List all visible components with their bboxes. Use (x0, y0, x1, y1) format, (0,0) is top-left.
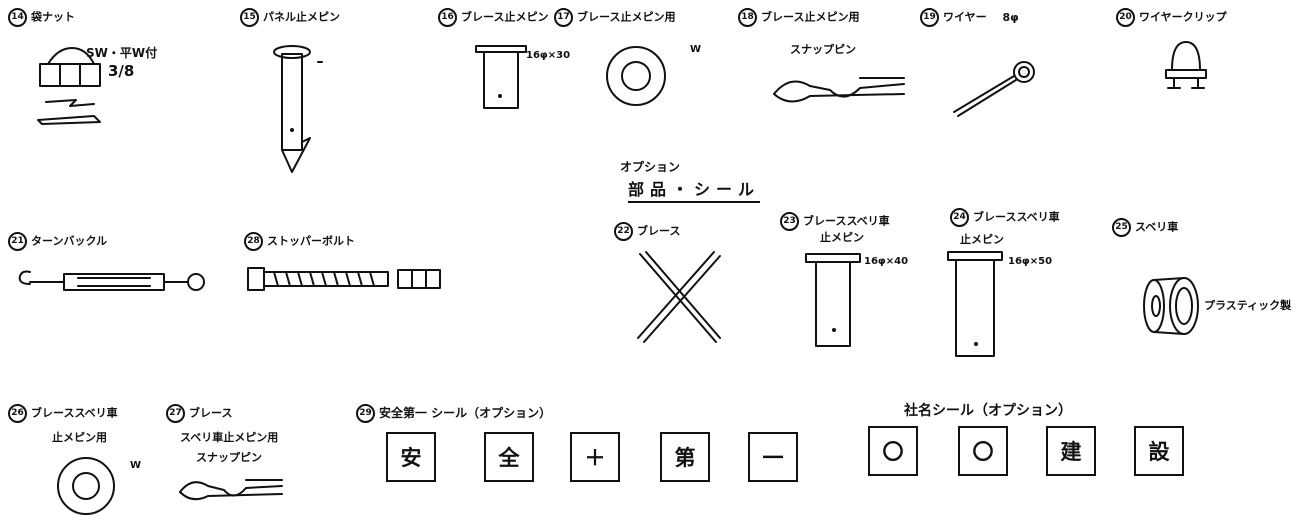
wire-clip-drawing (1162, 36, 1212, 96)
options-heading: オプション (620, 160, 681, 174)
part-28-label: 28 ストッパーボルト (244, 232, 355, 251)
part-18-label: 18 ブレース止メピン用 (738, 8, 859, 27)
part-name: ブレース止メピン (461, 10, 549, 24)
cap-nut-drawing (34, 42, 114, 132)
part-24-size: 16φ×50 (1008, 256, 1053, 267)
company-seal-3: 建 (1046, 426, 1096, 476)
part-number-badge: 24 (950, 208, 969, 227)
part-19-label: 19 ワイヤー 8φ (920, 8, 1019, 27)
part-17-label: 17 ブレース止メピン用 (554, 8, 675, 27)
part-25-label: 25 スベリ車 (1112, 218, 1178, 237)
seal-char: 一 (762, 445, 784, 470)
part-number-badge: 25 (1112, 218, 1131, 237)
part-number-badge: 28 (244, 232, 263, 251)
part-name: ワイヤー (943, 10, 987, 24)
part-number-badge: 20 (1116, 8, 1135, 27)
snap-pin-drawing (770, 64, 910, 114)
part-name: ブレーススベリ車 (973, 210, 1060, 224)
washer-drawing (602, 42, 672, 112)
part-17-note: W (690, 44, 702, 55)
part-number-badge: 18 (738, 8, 757, 27)
safety-seal-2: 全 (484, 432, 534, 482)
part-19-size: 8φ (1002, 10, 1019, 24)
seal-char: 〇 (972, 439, 994, 464)
part-name: ブレース止メピン用 (577, 10, 676, 24)
safety-seal-3: ＋ (570, 432, 620, 482)
part-23-size: 16φ×40 (864, 256, 909, 267)
seal-char: ＋ (584, 445, 606, 470)
part-number-badge: 22 (614, 222, 633, 241)
safety-seal-5: 一 (748, 432, 798, 482)
part-number-badge: 27 (166, 404, 185, 423)
part-24-label: 24 ブレーススベリ車 (950, 208, 1060, 227)
part-name: ターンバックル (31, 234, 108, 248)
seal-char: 全 (498, 445, 520, 470)
part-number-badge: 16 (438, 8, 457, 27)
part-18-sub: スナップピン (790, 43, 856, 56)
part-14-size: 3/8 (108, 62, 135, 80)
turnbuckle-drawing (12, 262, 212, 302)
part-22-label: 22 ブレース (614, 222, 680, 241)
part-number-badge: 29 (356, 404, 375, 423)
slide-washer-drawing (54, 452, 120, 522)
brace-drawing (634, 248, 724, 348)
part-26-label: 26 ブレーススベリ車 (8, 404, 118, 423)
safety-seal-1: 安 (386, 432, 436, 482)
slide-wheel-drawing (1140, 272, 1204, 342)
seal-char: 〇 (882, 439, 904, 464)
slide-pin-50-drawing (946, 248, 1006, 360)
part-26-sub: 止メピン用 (52, 431, 107, 444)
panel-pin-drawing (270, 42, 330, 182)
brace-pin-drawing (474, 42, 534, 112)
part-number-badge: 21 (8, 232, 27, 251)
part-27-label: 27 ブレース (166, 404, 232, 423)
seal-char: 安 (400, 445, 422, 470)
part-23-label: 23 ブレーススベリ車 (780, 212, 890, 231)
part-number-badge: 17 (554, 8, 573, 27)
part-name: スベリ車 (1135, 220, 1179, 234)
company-seal-4: 設 (1134, 426, 1184, 476)
part-number-badge: 14 (8, 8, 27, 27)
part-name: 袋ナット (31, 10, 75, 24)
part-24-sub: 止メピン (960, 233, 1004, 246)
part-name: ワイヤークリップ (1139, 10, 1227, 24)
slide-snap-pin-drawing (176, 470, 286, 510)
parts-seals-heading: 部品・シール (628, 176, 761, 203)
part-name: ブレース (189, 406, 233, 420)
part-name: 安全第一 シール（オプション） (379, 406, 552, 420)
part-number-badge: 23 (780, 212, 799, 231)
part-14-note: SW・平W付 (86, 46, 158, 60)
part-29-label: 29 安全第一 シール（オプション） (356, 404, 551, 423)
part-name: ブレース (637, 224, 681, 238)
part-26-note: W (130, 460, 142, 471)
part-27-sub2: スナップピン (196, 451, 262, 464)
part-25-note: プラスティック製 (1204, 299, 1292, 312)
part-16-label: 16 ブレース止メピン (438, 8, 548, 27)
seal-char: 建 (1060, 439, 1082, 464)
part-name: ブレーススベリ車 (803, 214, 890, 228)
seal-char: 設 (1148, 439, 1170, 464)
part-21-label: 21 ターンバックル (8, 232, 107, 251)
part-27-sub: スベリ車止メピン用 (180, 431, 279, 444)
part-14-label: 14 袋ナット (8, 8, 75, 27)
wire-drawing (950, 50, 1050, 120)
part-23-sub: 止メピン (820, 231, 864, 244)
company-seal-2: 〇 (958, 426, 1008, 476)
part-number-badge: 15 (240, 8, 259, 27)
stopper-bolt-drawing (246, 264, 446, 294)
part-number-badge: 26 (8, 404, 27, 423)
part-name: ブレーススベリ車 (31, 406, 118, 420)
part-name: パネル止メピン (263, 10, 340, 24)
slide-pin-40-drawing (804, 250, 864, 350)
part-name: ストッパーボルト (267, 234, 355, 248)
safety-seal-4: 第 (660, 432, 710, 482)
company-seal-title: 社名シール（オプション） (904, 403, 1072, 419)
company-seal-1: 〇 (868, 426, 918, 476)
seal-char: 第 (674, 445, 696, 470)
part-name: ブレース止メピン用 (761, 10, 860, 24)
part-20-label: 20 ワイヤークリップ (1116, 8, 1227, 27)
part-16-size: 16φ×30 (526, 50, 571, 61)
part-number-badge: 19 (920, 8, 939, 27)
part-15-label: 15 パネル止メピン (240, 8, 340, 27)
